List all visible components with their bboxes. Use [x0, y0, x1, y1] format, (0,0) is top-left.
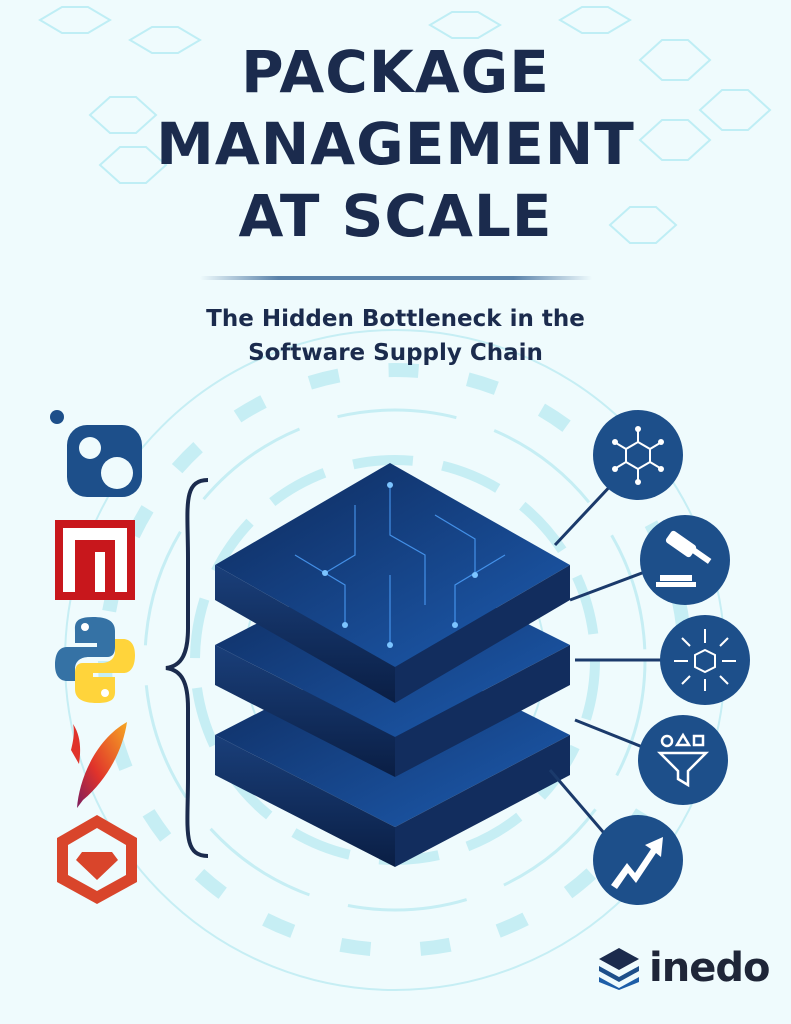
brace-icon: [165, 478, 209, 858]
inedo-layers-icon: [599, 948, 639, 990]
server-stack-illustration: [215, 463, 570, 867]
apache-feather-icon: [71, 722, 127, 808]
inedo-logo: inedo: [597, 945, 770, 991]
package-distribution-icon: [660, 615, 750, 705]
brand-name: inedo: [649, 945, 770, 991]
nuget-icon: [50, 410, 142, 497]
python-icon: [55, 617, 135, 703]
subtitle: The Hidden Bottleneck in the Software Su…: [0, 302, 791, 370]
stack-layer-top: [215, 463, 570, 703]
ruby-gems-icon: [57, 815, 137, 904]
page-title: PACKAGE MANAGEMENT AT SCALE: [0, 36, 791, 252]
title-line-2: MANAGEMENT: [156, 110, 635, 178]
subtitle-line-1: The Hidden Bottleneck in the: [206, 306, 585, 332]
dependency-graph-icon: [593, 410, 683, 500]
subtitle-line-2: Software Supply Chain: [248, 340, 543, 366]
title-line-3: AT SCALE: [238, 182, 553, 250]
gavel-icon: [640, 515, 730, 605]
npm-icon: [55, 520, 135, 600]
trend-up-icon: [593, 815, 683, 905]
filter-funnel-icon: [638, 715, 728, 805]
title-line-1: PACKAGE: [241, 38, 550, 106]
title-divider: [200, 276, 592, 280]
